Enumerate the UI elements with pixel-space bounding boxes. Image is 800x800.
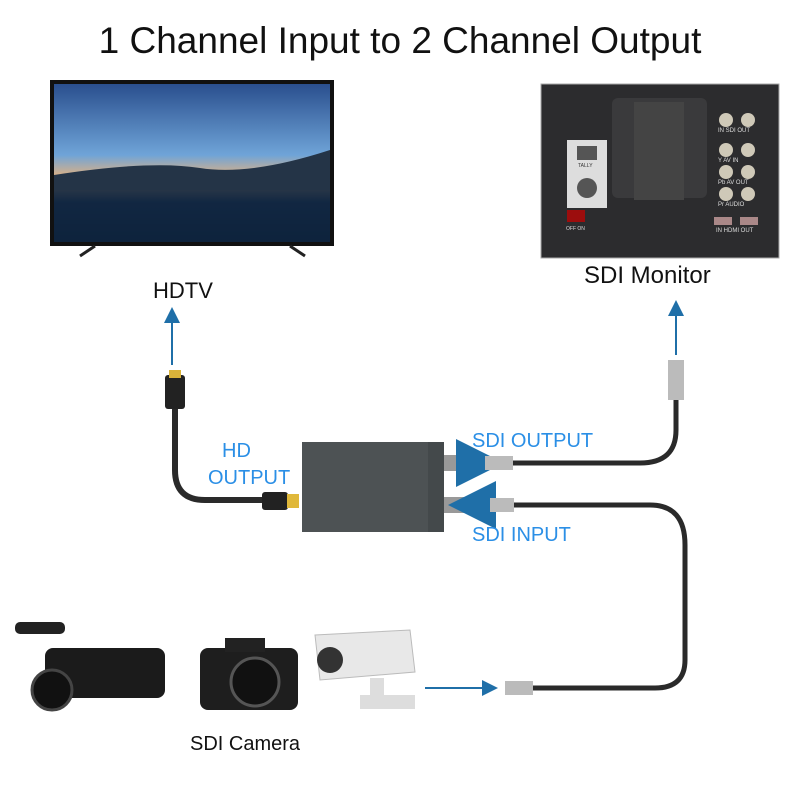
sdi-camera-label: SDI Camera	[190, 733, 301, 755]
monitor-sdi-label: IN SDI OUT	[718, 128, 751, 134]
sdi-output-cable	[510, 400, 679, 466]
bnc-connector	[485, 456, 513, 470]
bnc-connector	[505, 681, 533, 695]
monitor-power-label: OFF ON	[566, 226, 585, 232]
hdmi-plug	[262, 492, 288, 510]
sdi-to-hdmi-converter	[302, 442, 464, 532]
sdi-input-label: SDI INPUT	[472, 524, 571, 546]
monitor-av-in-label: Y AV IN	[718, 158, 739, 164]
monitor-av-out-label: Pb AV OUT	[718, 180, 749, 186]
hdmi-plug-top	[165, 375, 185, 409]
camcorder-image	[15, 622, 165, 712]
sdi-input-cable	[510, 502, 688, 691]
dslr-camera-image	[200, 638, 298, 710]
hdmi-cable	[172, 405, 268, 503]
sdi-monitor-label: SDI Monitor	[584, 262, 711, 289]
page-title: 1 Channel Input to 2 Channel Output	[98, 20, 702, 61]
hdtv-image	[50, 80, 334, 258]
cctv-camera-image	[314, 629, 416, 709]
monitor-audio-label: Pr AUDIO	[718, 202, 745, 208]
sdi-monitor-image	[540, 83, 780, 259]
sdi-output-label: SDI OUTPUT	[472, 430, 594, 452]
hdtv-label: HDTV	[153, 278, 213, 303]
monitor-tally-label: TALLY	[578, 163, 593, 169]
monitor-hdmi-label: IN HDMI OUT	[716, 228, 754, 234]
bnc-connector	[490, 498, 514, 512]
hd-output-label-line1: HD	[222, 440, 251, 462]
bnc-connector	[668, 360, 684, 400]
hd-output-label-line2: OUTPUT	[208, 467, 291, 489]
